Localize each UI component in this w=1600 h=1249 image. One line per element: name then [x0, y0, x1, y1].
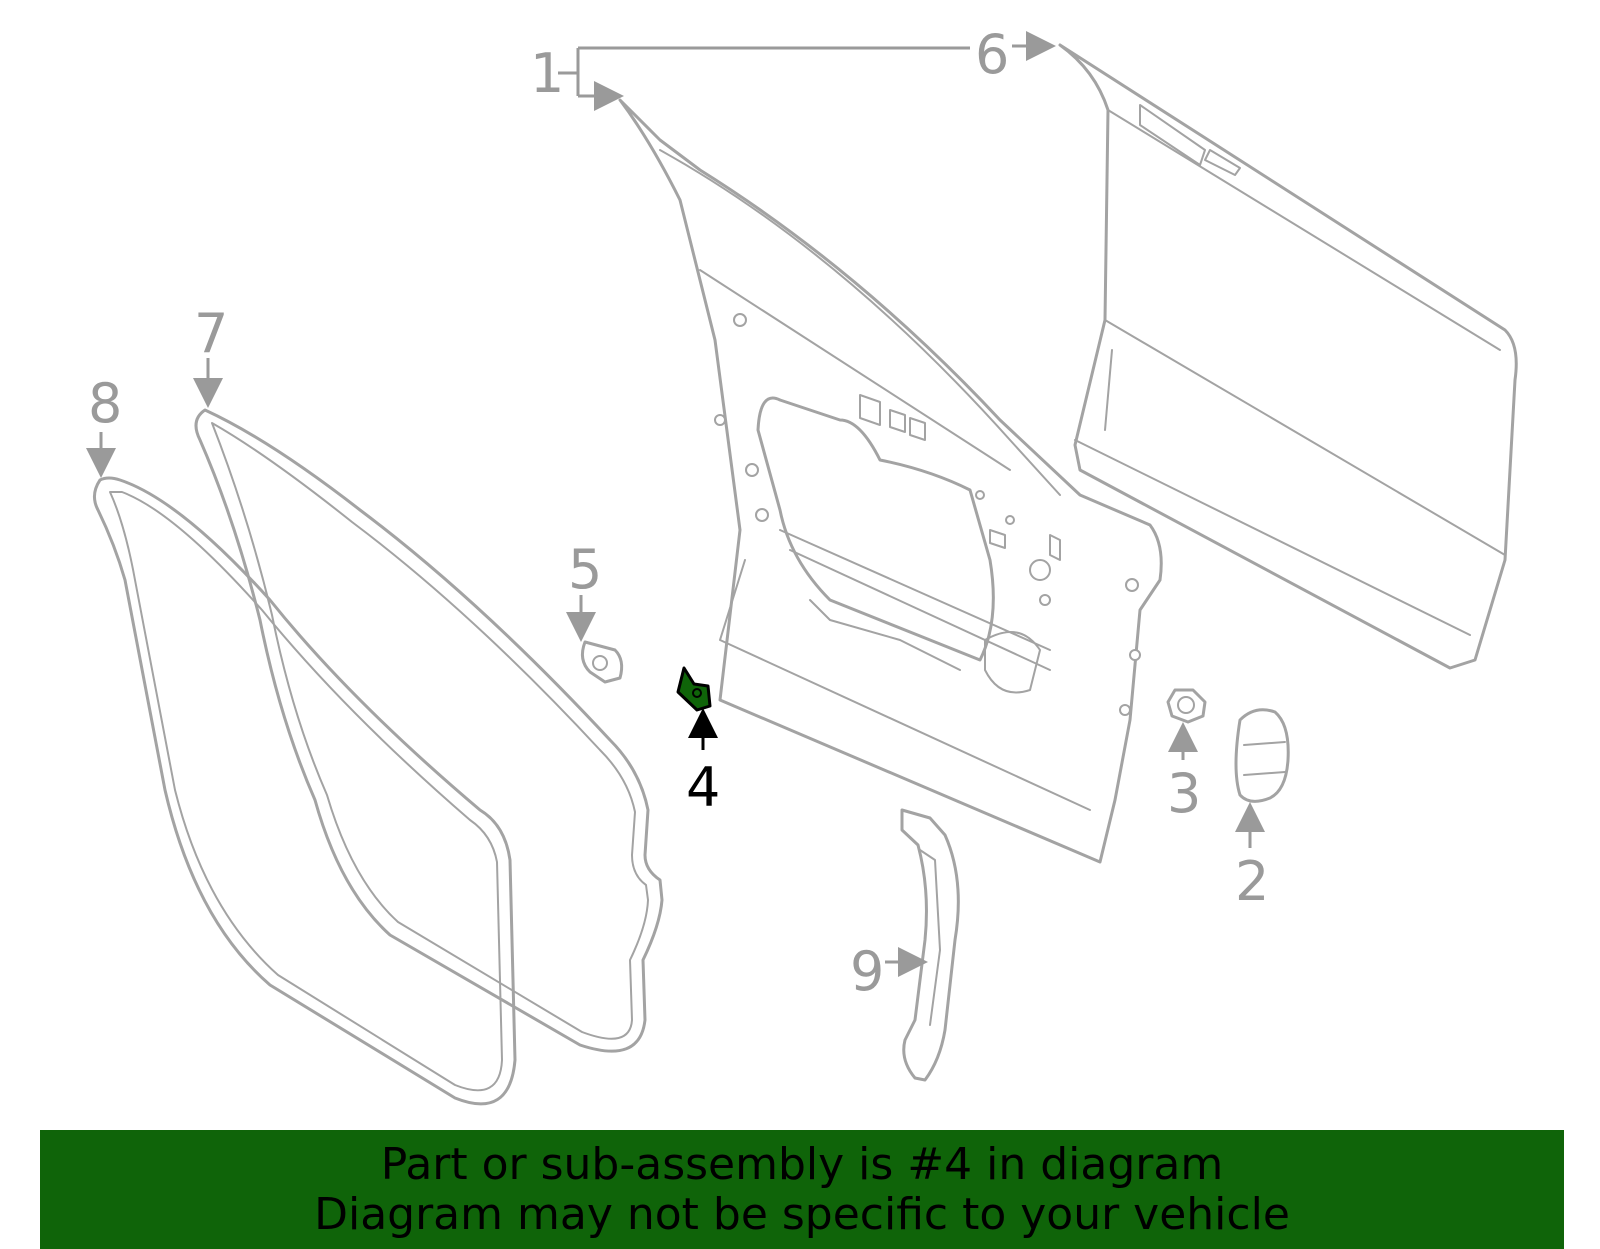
- info-banner: Part or sub-assembly is #4 in diagram Di…: [40, 1130, 1564, 1249]
- door-weatherstrip-outer: [93, 476, 517, 1106]
- part-3-nut: [1166, 688, 1207, 724]
- callout-6: 6: [975, 23, 1009, 86]
- callout-8: 8: [88, 372, 122, 435]
- callout-4: 4: [686, 756, 720, 819]
- door-inner-frame: [618, 98, 1163, 864]
- leader-lines: [86, 31, 1265, 977]
- callout-2: 2: [1235, 850, 1269, 913]
- part-5-bracket: [580, 640, 624, 684]
- leader-1: [558, 48, 580, 96]
- callout-5: 5: [568, 538, 602, 601]
- part-9-reinforcement: [900, 808, 960, 1082]
- part-2-plug: [1234, 708, 1290, 803]
- banner-line-2: Diagram may not be specific to your vehi…: [314, 1188, 1290, 1240]
- callout-7: 7: [194, 302, 228, 365]
- callout-1: 1: [530, 42, 564, 105]
- callout-9: 9: [850, 940, 884, 1003]
- outer-door-panel: [1058, 43, 1518, 670]
- part-4-clip-highlighted: [676, 666, 712, 712]
- door-weatherstrip-inner: [194, 408, 664, 1053]
- banner-line-1: Part or sub-assembly is #4 in diagram: [380, 1138, 1224, 1190]
- callout-3: 3: [1167, 762, 1201, 825]
